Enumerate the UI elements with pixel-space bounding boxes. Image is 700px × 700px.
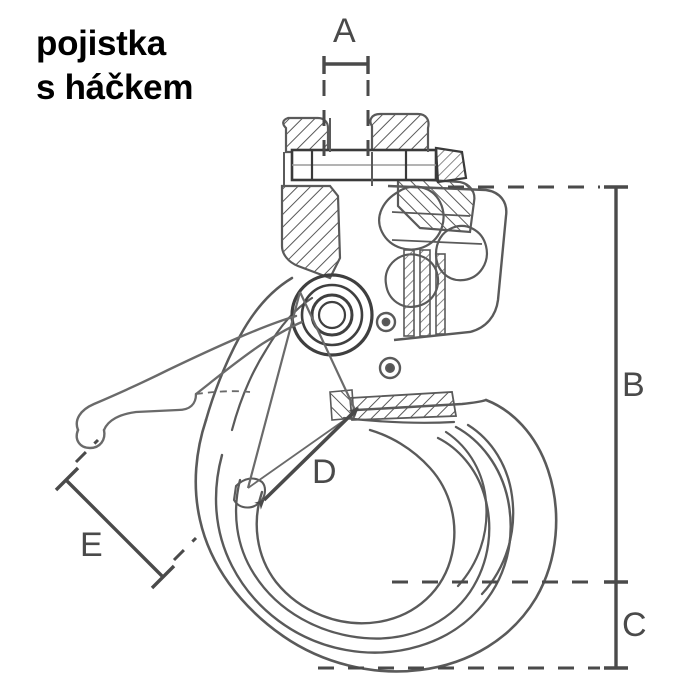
- hook-body-group: [194, 276, 558, 673]
- dimension-B-group: [448, 185, 628, 584]
- linkage-left: [246, 291, 302, 489]
- bolt-head: [434, 146, 468, 184]
- saddle-section: [349, 391, 458, 421]
- dimension-C-group: [318, 580, 628, 670]
- cam-lobe-right: [434, 224, 488, 282]
- hook-tip-outer: [466, 423, 515, 596]
- pivot-boss-group: [290, 273, 374, 357]
- latch-arm-lower-edge: [102, 392, 198, 432]
- mechanism-housing-inner: [391, 211, 483, 245]
- latch-arm-tip-curl: [75, 428, 106, 450]
- clevis-right-jaw: [369, 112, 430, 154]
- cam-lobe-upper: [378, 185, 445, 251]
- dimension-E-group: [54, 438, 198, 590]
- dimension-E-tick-end: [150, 564, 176, 590]
- clevis-left-body: [280, 184, 342, 280]
- dimension-E-line: [64, 478, 164, 578]
- cam-follower-core: [381, 317, 391, 327]
- hook-shank-left-inner: [230, 296, 314, 432]
- spring-plunger: [403, 249, 446, 337]
- dimension-D-line: [254, 406, 360, 510]
- hook-throat-curve: [255, 428, 456, 625]
- linkage-right: [299, 291, 357, 413]
- hook-outer-outline: [194, 398, 558, 673]
- hook-shank-left: [204, 276, 294, 422]
- latch-arm-hinge-link: [195, 390, 251, 395]
- clevis-right-body: [396, 176, 476, 234]
- pivot-hole: [317, 300, 347, 330]
- latch-spring-mechanism-group: [375, 184, 508, 380]
- dimension-D-group: [254, 406, 360, 510]
- dimension-E-extension-end: [172, 536, 198, 562]
- latch-arm-upper-edge: [75, 314, 298, 432]
- clevis-left-jaw: [282, 116, 330, 154]
- secondary-rivet-core: [385, 363, 395, 373]
- hook-inner-arc-2: [234, 436, 491, 640]
- pivot-ring-mid: [300, 283, 364, 347]
- hook-tip-inner: [444, 430, 488, 588]
- pivot-ring-inner: [310, 293, 354, 337]
- dimension-E-tick-start: [54, 466, 80, 492]
- dimension-A-group: [322, 56, 370, 166]
- hook-inner-arc-1: [214, 425, 512, 654]
- mechanism-housing: [387, 184, 508, 342]
- safety-latch-arm-group: [75, 314, 304, 450]
- clevis-top-frame: [283, 118, 429, 186]
- pivot-ring-outer: [290, 273, 374, 357]
- clevis-assembly-group: [280, 112, 476, 280]
- dimension-E-extension-start: [74, 438, 100, 464]
